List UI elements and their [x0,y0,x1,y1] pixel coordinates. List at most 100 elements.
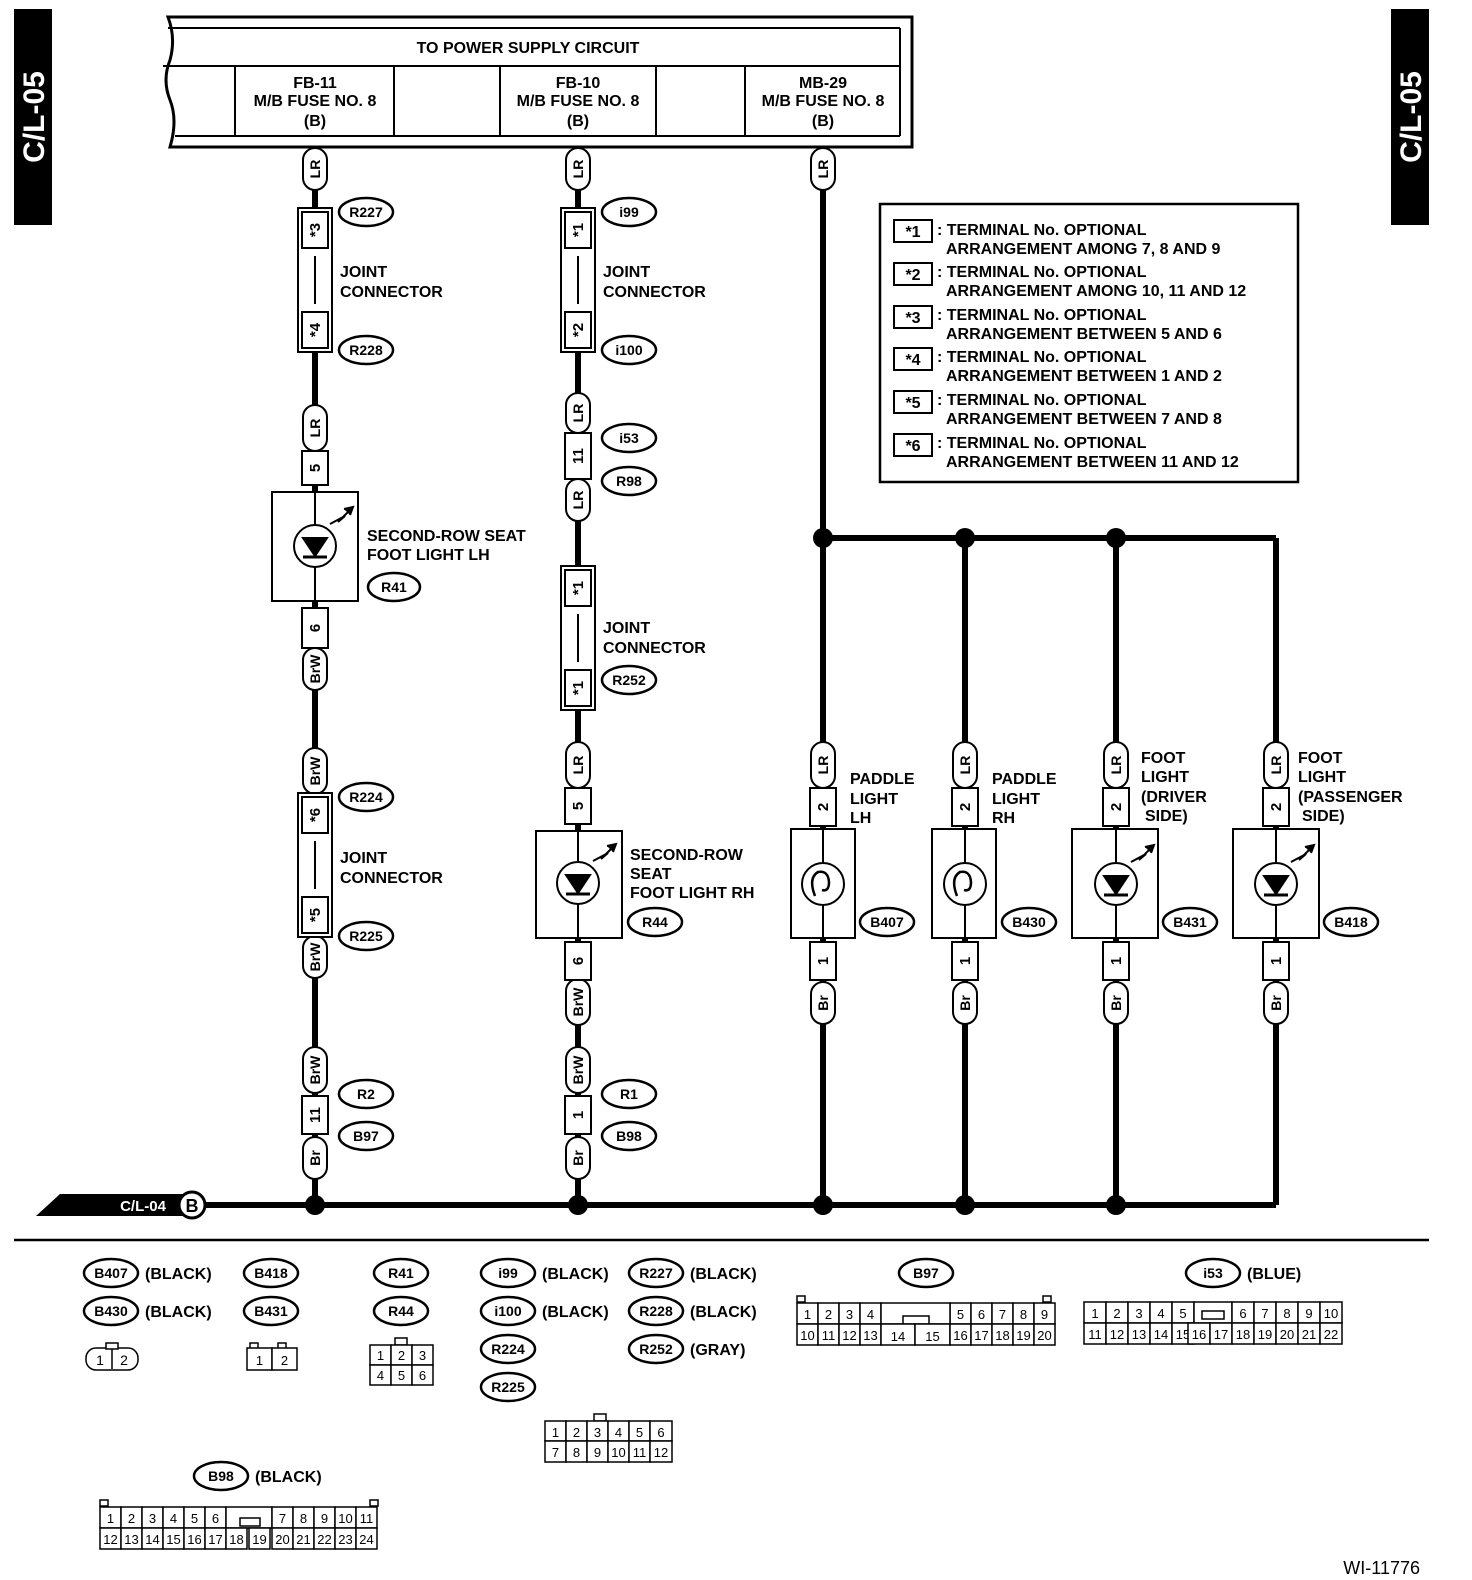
wire-label: LR [570,160,586,179]
pin-number: 4 [377,1368,384,1383]
pin-number: 1 [377,1348,384,1363]
connector-id: i99 [619,204,639,220]
connector-list-id: i99 [498,1265,518,1281]
pin-label: 2 [815,803,832,811]
pin-number: 9 [321,1511,328,1526]
component-label-paddle-rh: RH [992,810,1015,827]
pin-label: 1 [957,957,974,965]
pin-label: *6 [307,808,324,822]
wire-label: Br [957,995,973,1011]
connector-color: (BLACK) [542,1304,609,1321]
wire-label: LR [570,404,586,423]
pin-number: 2 [120,1352,128,1368]
pin-label: *1 [570,223,587,237]
connector-color: (BLUE) [1247,1266,1301,1283]
page-tab-left [14,9,52,225]
connector-list-id: R41 [388,1265,414,1281]
pin-label: *2 [570,323,587,337]
connector-lock-key [239,1517,261,1527]
connector-list-id: R227 [639,1265,673,1281]
legend-tag: *3 [905,310,920,327]
connector-list-id: i100 [494,1303,521,1319]
pin-label: 1 [1108,957,1125,965]
ground-ref-arrow [36,1194,186,1216]
ground-ref-page: C/L-04 [120,1198,167,1215]
connector-lock-key [593,1413,607,1422]
pin-number: 11 [822,1328,836,1343]
connector-lock-key [394,1337,408,1346]
pin-number: 20 [1280,1327,1294,1342]
connector-id: R41 [381,579,407,595]
joint-connector-label: JOINT [340,264,387,281]
wire-label: Br [570,1150,586,1166]
connector-lock-key [902,1315,930,1325]
legend-line: ARRANGEMENT BETWEEN 11 AND 12 [946,454,1239,471]
legend-tag: *2 [905,267,920,284]
wire-label-texts: LR LR LR LR LR LR BrW BrW BrW BrW Br LR … [307,160,1284,1166]
pin-number: 13 [1132,1327,1146,1342]
pin-number: 16 [1192,1327,1206,1342]
pin-number: 7 [552,1445,559,1460]
connector-list-id: B407 [94,1265,128,1281]
fuse-fb10-label: M/B FUSE NO. 8 [517,93,640,110]
ground-ref-letter: B [186,1196,199,1216]
pin-number: 10 [611,1445,625,1460]
legend-line: : TERMINAL No. OPTIONAL [937,392,1147,409]
pin-number: 6 [657,1425,664,1440]
pin-number: 9 [1041,1307,1048,1322]
bulb-icon-paddle-rh [931,828,997,939]
ground-ref-circle [177,1190,207,1220]
pin-cell [225,1527,248,1550]
component-label-foot-passenger: LIGHT [1298,769,1346,786]
connector-id: R224 [349,789,383,805]
legend-tag: *5 [905,395,920,412]
fuse-fb10-connector: (B) [567,113,589,130]
page-tab-left-label: C/L-05 [18,71,51,163]
pin-number: 5 [398,1368,405,1383]
wire-label: BrW [307,756,323,786]
joint-connector-shapes [297,207,596,938]
legend-tag: *6 [905,438,920,455]
connector-color: (BLACK) [255,1469,322,1486]
connector-list-id: B430 [94,1303,128,1319]
pin-label: 2 [957,803,974,811]
pin-number: 11 [360,1511,374,1526]
fuse-mb29-label: M/B FUSE NO. 8 [762,93,885,110]
component-label-foot-passenger: (PASSENGER [1298,789,1403,806]
connector-id: B431 [1173,914,1207,930]
pin-number: 2 [573,1425,580,1440]
component-label-paddle-rh: PADDLE [992,771,1057,788]
fuse-fb11-label: M/B FUSE NO. 8 [254,93,377,110]
pin-number: 21 [296,1532,310,1547]
pin-cell [411,1364,434,1386]
connector-id: i100 [615,342,642,358]
component-label-seat-rh: SEAT [630,866,672,883]
pin-label: 11 [307,1107,324,1123]
connector-lock-key [99,1499,109,1507]
pin-number: 24 [359,1532,373,1547]
fuse-fb11-code: FB-11 [293,75,337,92]
pin-number: 18 [229,1532,243,1547]
pin-label: 5 [307,464,324,472]
connector-list-id: R225 [491,1379,525,1395]
joint-connector-label: JOINT [603,620,650,637]
wire-label: LR [307,160,323,179]
connector-color: (BLACK) [542,1266,609,1283]
pin-label: 2 [1268,803,1285,811]
component-label-foot-driver: LIGHT [1141,769,1189,786]
pin-number: 10 [800,1328,814,1343]
pin-number: 11 [633,1445,647,1460]
connector-oval-shapes [337,196,1380,1152]
pin-number: 16 [187,1532,201,1547]
wire-label: Br [1268,995,1284,1011]
pin-texts: *3 *4 *1 *2 *1 *1 *6 *5 5 6 11 11 5 6 1 … [307,223,1285,1123]
pin-number: 5 [957,1307,964,1322]
pin-number: 12 [1110,1327,1124,1342]
pin-number: 14 [145,1532,159,1547]
connector-id: B98 [616,1128,642,1144]
led-icon-foot-passenger [1232,828,1320,939]
pin-number: 18 [995,1328,1009,1343]
joint-connector-label: JOINT [340,850,387,867]
component-label-foot-driver: (DRIVER [1141,789,1207,806]
legend-line: ARRANGEMENT AMONG 10, 11 AND 12 [946,283,1246,300]
